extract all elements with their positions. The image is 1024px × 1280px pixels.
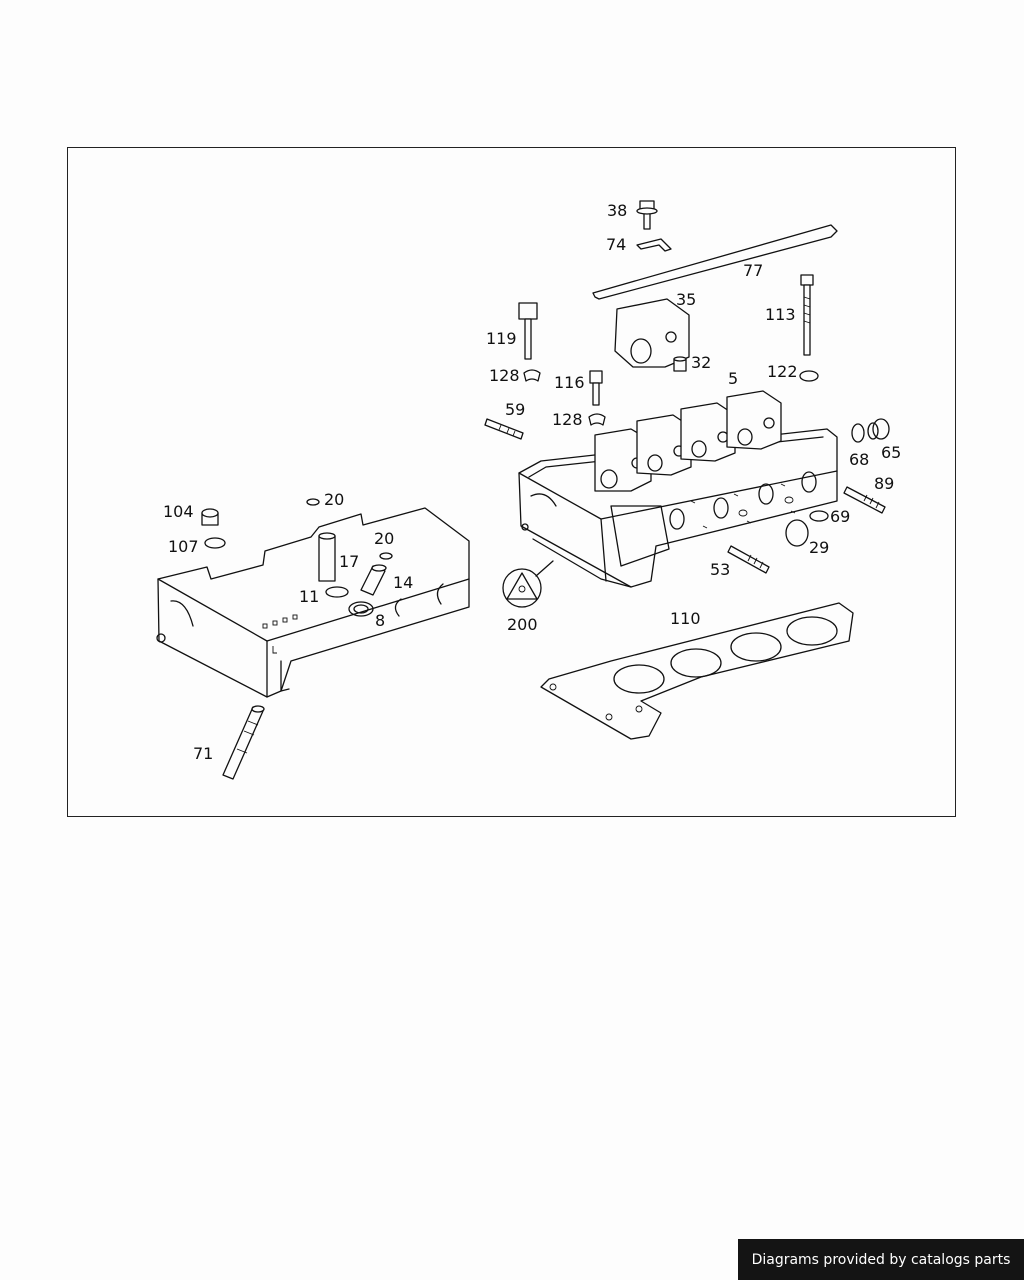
label-104: 104: [163, 502, 194, 521]
part-200-cover: [502, 560, 554, 608]
part-89-stud: [843, 486, 886, 514]
label-65: 65: [881, 443, 901, 462]
label-77: 77: [743, 261, 763, 280]
label-89: 89: [874, 474, 894, 493]
credit-text: Diagrams provided by catalogs parts: [751, 1251, 1011, 1268]
cylinder-head: [518, 390, 838, 588]
part-71-tube: [222, 705, 265, 780]
part-119-bolt: [518, 302, 538, 360]
label-38: 38: [607, 201, 627, 220]
label-113: 113: [765, 305, 796, 324]
part-14-sleeve: [360, 564, 387, 596]
label-5: 5: [728, 369, 738, 388]
part-69-washer: [809, 510, 829, 522]
credit-footer: Diagrams provided by catalogs parts: [738, 1239, 1024, 1280]
label-35: 35: [676, 290, 696, 309]
part-110-gasket: [540, 602, 854, 740]
label-122: 122: [767, 362, 798, 381]
label-200: 200: [507, 615, 538, 634]
label-20a: 20: [324, 490, 344, 509]
part-65-plug: [867, 418, 890, 440]
part-20b-clip: [379, 552, 393, 560]
label-68: 68: [849, 450, 869, 469]
label-128b: 128: [552, 410, 583, 429]
part-29-plug: [785, 519, 809, 547]
part-8-seal: [348, 601, 374, 617]
label-128a: 128: [489, 366, 520, 385]
exploded-parts-diagram: 38 74 77 35 113 119 32 128 116 5 122 59 …: [156, 200, 901, 780]
label-116: 116: [554, 373, 585, 392]
part-17-sleeve: [318, 532, 336, 582]
part-38-bolt: [636, 200, 658, 230]
part-113-bolt: [800, 274, 814, 356]
label-11: 11: [299, 587, 319, 606]
part-53-stud: [727, 545, 770, 574]
label-107: 107: [168, 537, 199, 556]
label-59: 59: [505, 400, 525, 419]
label-32: 32: [691, 353, 711, 372]
part-11-ring: [325, 586, 349, 598]
part-128b-washer: [588, 413, 606, 426]
label-119: 119: [486, 329, 517, 348]
label-20b: 20: [374, 529, 394, 548]
part-32-dowel: [673, 356, 687, 372]
part-122-washer: [799, 370, 819, 382]
label-74: 74: [606, 235, 626, 254]
label-53: 53: [710, 560, 730, 579]
part-128a-washer: [523, 369, 541, 382]
part-74-bracket: [636, 238, 672, 252]
label-29: 29: [809, 538, 829, 557]
label-69: 69: [830, 507, 850, 526]
label-14: 14: [393, 573, 413, 592]
label-8: 8: [375, 611, 385, 630]
part-77-rail: [592, 224, 838, 300]
part-104-plug: [201, 508, 219, 526]
part-59-stud: [484, 418, 524, 440]
part-20a-clip: [306, 498, 320, 506]
label-17: 17: [339, 552, 359, 571]
part-116-bolt: [589, 370, 603, 406]
part-107-washer: [204, 537, 226, 549]
part-68-ring: [851, 423, 865, 443]
label-71: 71: [193, 744, 213, 763]
label-110: 110: [670, 609, 701, 628]
diagram-frame: 38 74 77 35 113 119 32 128 116 5 122 59 …: [67, 147, 956, 817]
